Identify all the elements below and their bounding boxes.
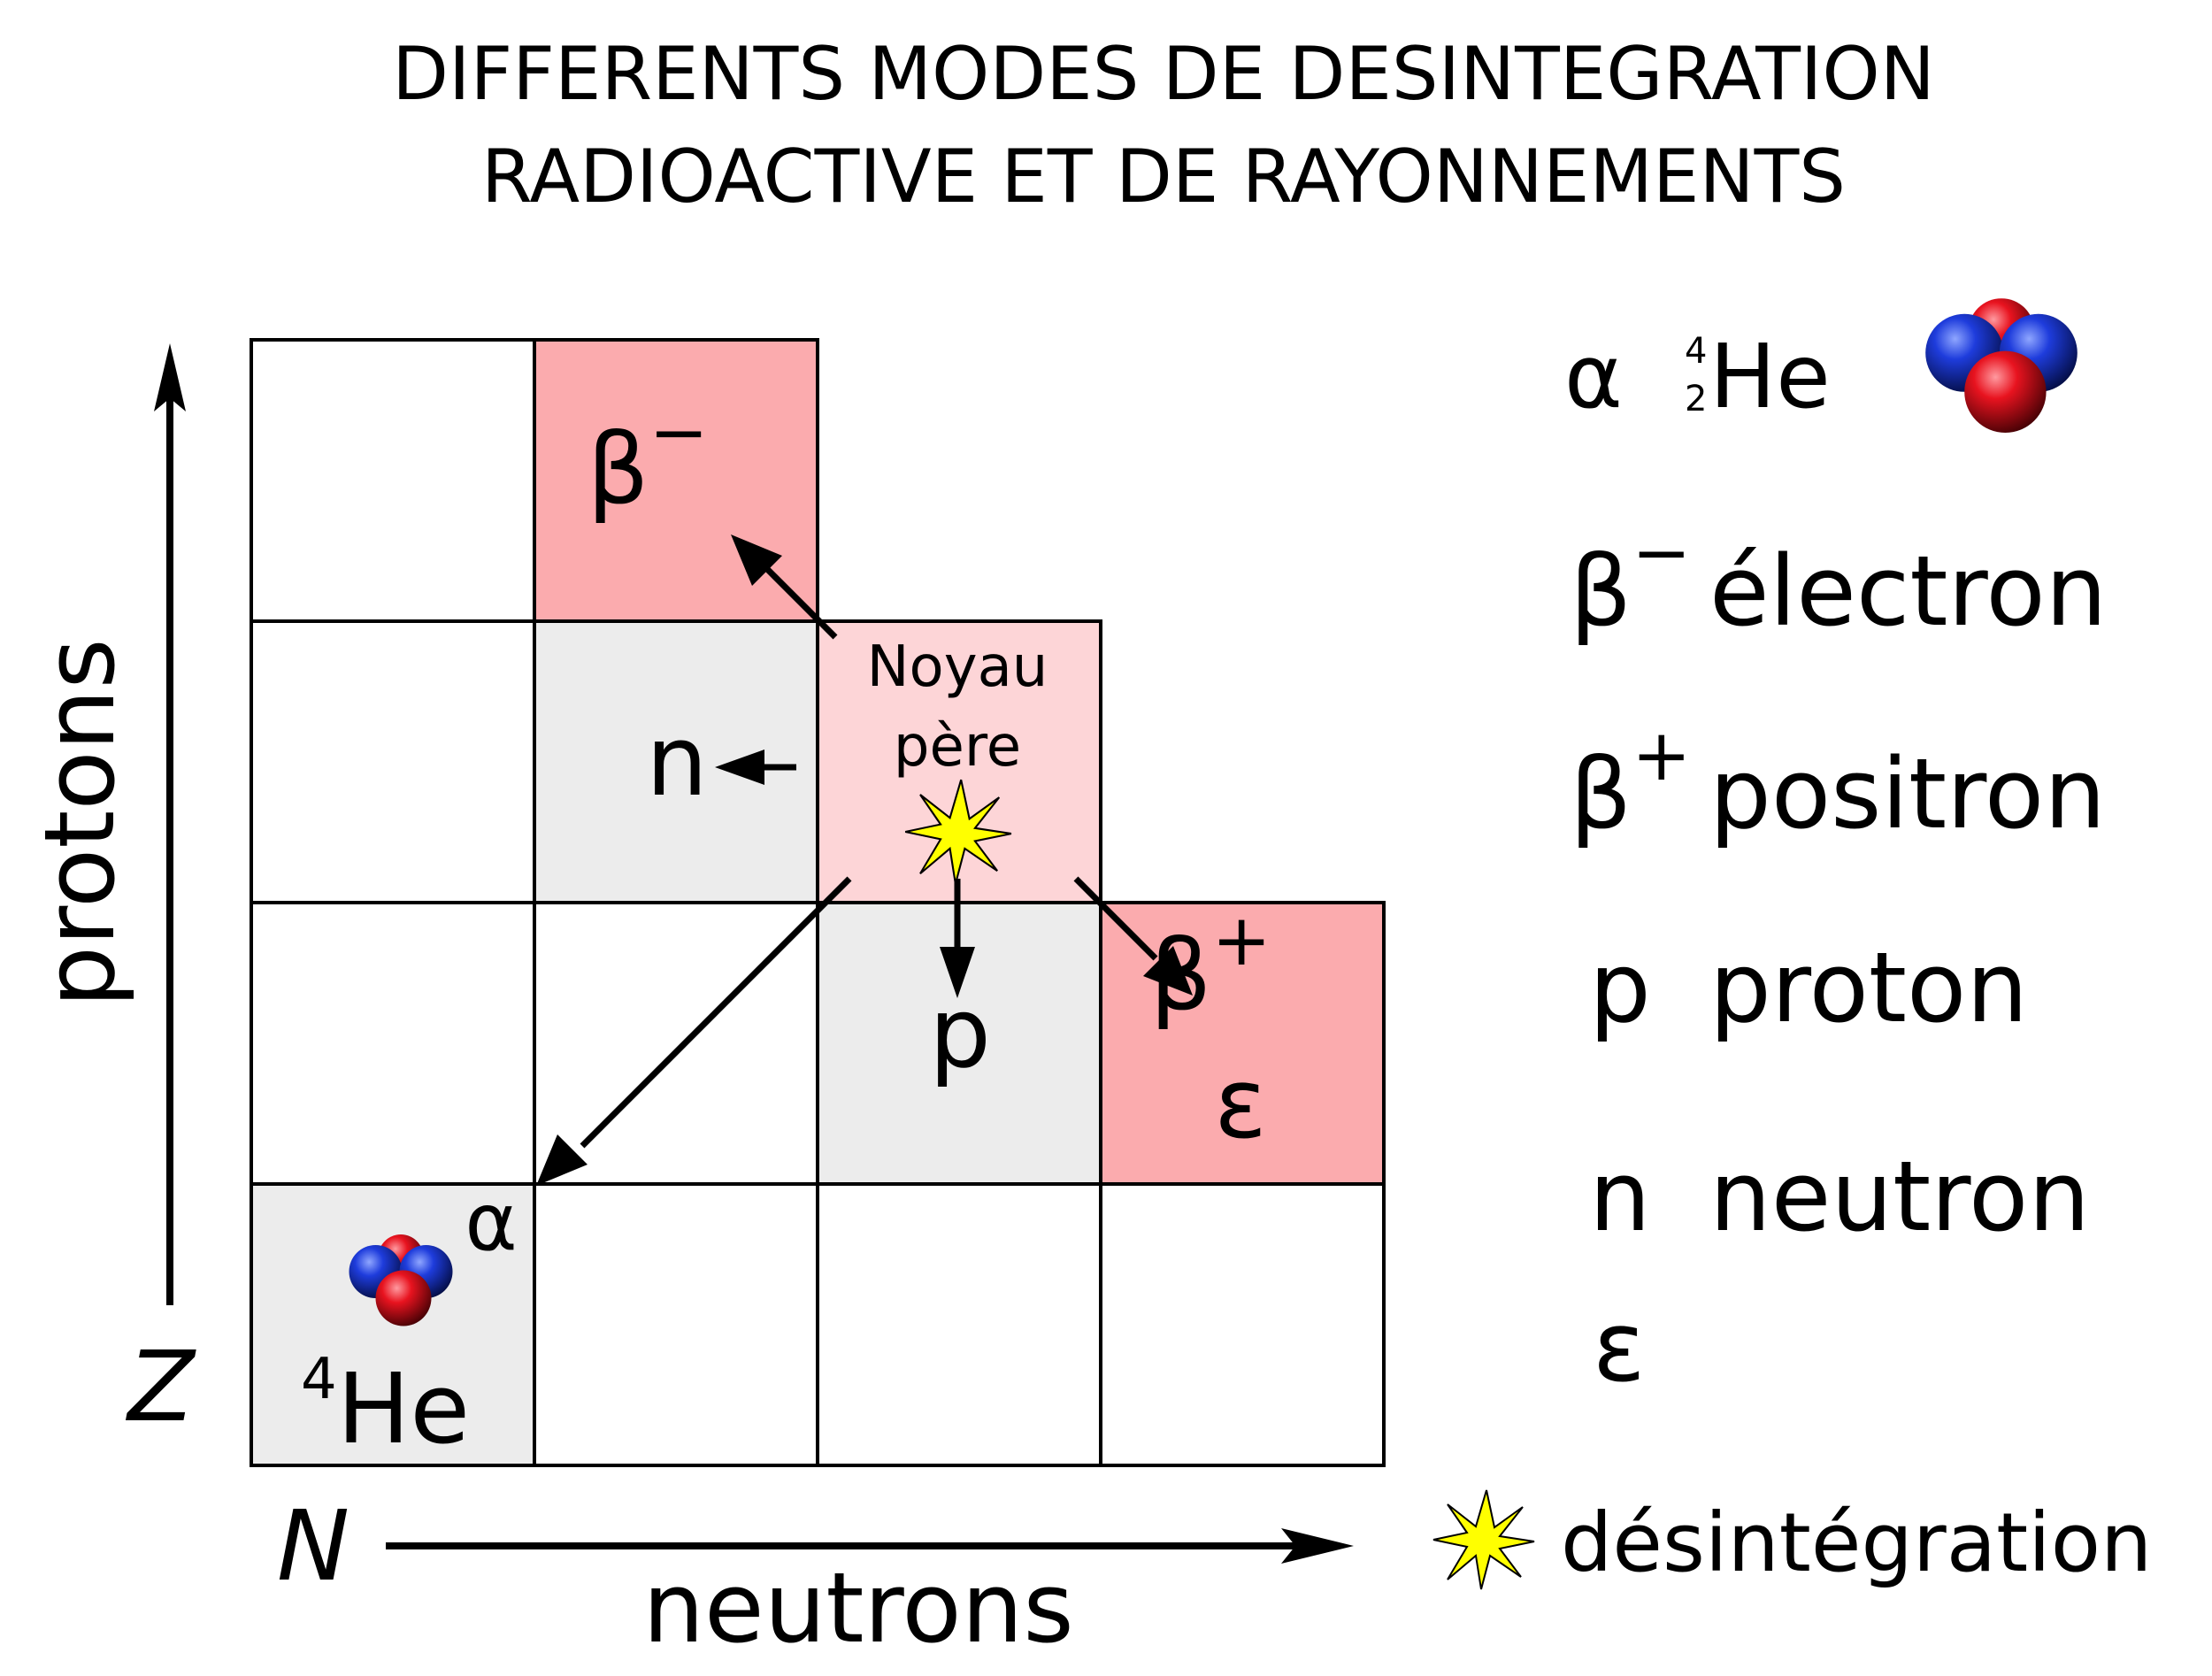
neutron-cell-label: n: [646, 704, 708, 818]
decay-arrows: [536, 534, 1193, 1186]
cell-empty: [533, 1182, 819, 1467]
beta-minus-arrow: [764, 565, 838, 640]
cell-empty: [250, 619, 536, 904]
alpha-cell-label: α: [465, 1176, 517, 1269]
legend: α 4 2 He β− électron β+ positron p proto…: [1432, 298, 2152, 1590]
neutron-arrow-head: [715, 750, 764, 785]
legend-neutron-label: neutron: [1709, 1140, 2090, 1253]
legend-helium-atomic-number: 2: [1685, 379, 1707, 419]
neutron-axis-label: neutrons: [642, 1551, 1073, 1664]
legend-electron-label: électron: [1709, 534, 2107, 648]
z-axis-symbol: Z: [125, 1330, 196, 1443]
proton-axis-arrow-head: [154, 343, 186, 411]
legend-star-burst-icon: [1432, 1489, 1535, 1590]
legend-helium-nucleus-icon: [1925, 298, 2078, 433]
helium-4-cell-label: 4He: [301, 1347, 470, 1465]
parent-nucleus-label-2: père: [894, 714, 1021, 780]
nuclide-grid: [250, 338, 1386, 1467]
cell-empty: [816, 1182, 1102, 1467]
cell-empty: [1099, 1182, 1386, 1467]
beta-plus-arrow-head: [1143, 946, 1193, 996]
neutron-axis: [386, 1528, 1354, 1564]
legend-helium-element: He: [1709, 325, 1831, 428]
proton-arrow-head: [940, 947, 975, 998]
legend-beta-minus: β−: [1570, 511, 1691, 648]
beta-minus-arrow-head: [731, 534, 782, 586]
legend-helium-mass-number: 4: [1685, 331, 1707, 372]
title-line-2: RADIOACTIVE ET DE RAYONNEMENTS: [481, 134, 1846, 219]
beta-minus-cell-label: β−: [587, 391, 708, 526]
cell-neutron-emission: [533, 619, 819, 904]
beta-plus-arrow: [1073, 876, 1158, 961]
legend-decay-label: désintégration: [1561, 1495, 2152, 1590]
proton-cell-label: p: [929, 976, 991, 1089]
neutron-axis-arrow-head: [1281, 1528, 1354, 1564]
n-axis-symbol: N: [277, 1489, 349, 1603]
cell-alpha-decay: [250, 1182, 536, 1467]
cell-empty: [250, 901, 536, 1186]
proton-axis: [154, 343, 186, 1305]
legend-positron-label: positron: [1709, 737, 2106, 850]
legend-alpha-symbol: α: [1564, 325, 1623, 428]
legend-proton-label: proton: [1709, 931, 2028, 1044]
cell-empty: [250, 338, 536, 623]
legend-proton-symbol: p: [1589, 931, 1651, 1044]
cell-empty: [533, 901, 819, 1186]
title-line-1: DIFFERENTS MODES DE DESINTEGRATION: [392, 31, 1935, 117]
parent-nucleus-label-1: Noyau: [867, 634, 1048, 700]
legend-epsilon-symbol: ε: [1593, 1290, 1645, 1403]
alpha-arrow: [580, 876, 852, 1149]
epsilon-cell-label: ε: [1214, 1047, 1266, 1160]
legend-neutron-symbol: n: [1589, 1140, 1651, 1253]
alpha-arrow-head: [536, 1134, 588, 1186]
legend-beta-plus: β+: [1570, 714, 1691, 850]
proton-axis-label: protons: [23, 638, 136, 1007]
